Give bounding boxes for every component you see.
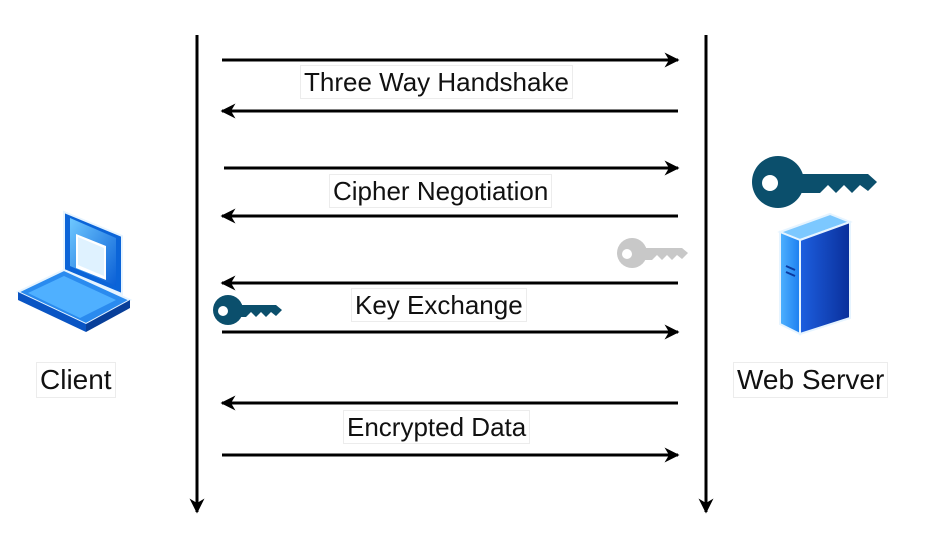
client-label: Client — [36, 362, 116, 398]
server-icon — [777, 212, 853, 336]
web-server-label: Web Server — [733, 362, 889, 398]
client-key-icon — [213, 295, 282, 325]
encrypted-data-label: Encrypted Data — [343, 410, 531, 444]
laptop-icon — [15, 210, 133, 332]
three-way-handshake-label: Three Way Handshake — [300, 65, 573, 99]
key-exchange-label: Key Exchange — [351, 288, 527, 322]
light-key-icon — [617, 238, 688, 268]
dark-key-icon — [752, 156, 877, 208]
cipher-negotiation-label: Cipher Negotiation — [329, 174, 553, 208]
